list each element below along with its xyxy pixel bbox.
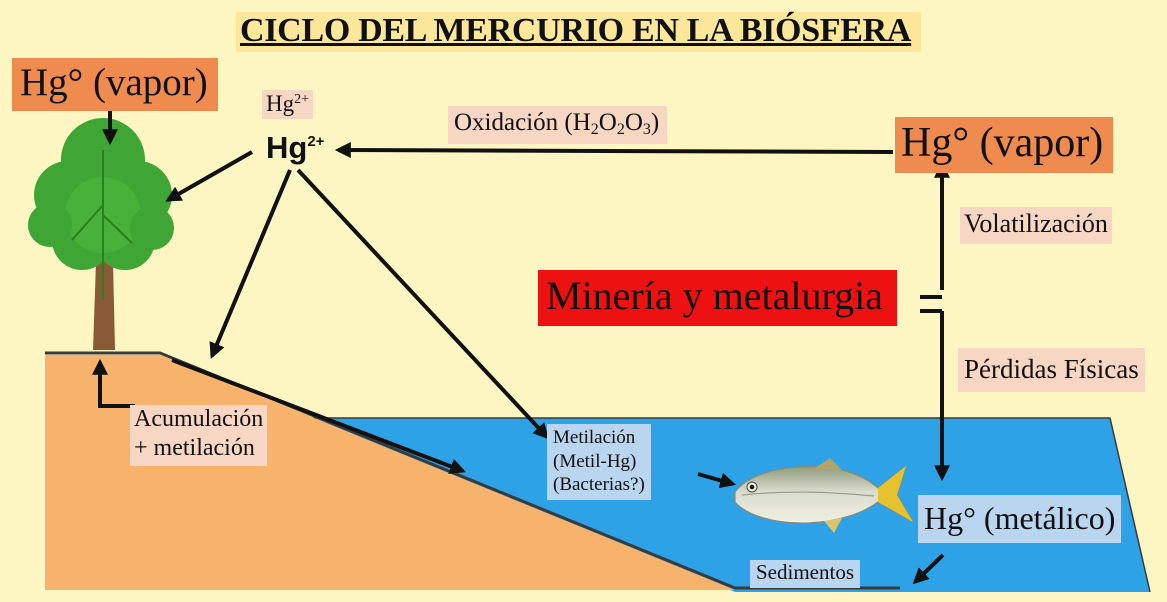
cycle-arrows (92, 108, 950, 585)
water-body (295, 418, 1150, 592)
arrow-hg2-to-soil (209, 169, 292, 359)
ground-line (45, 351, 900, 590)
hg-vapor-label-left: Hg° (vapor) (12, 58, 218, 111)
physical-losses-label: Pérdidas Físicas (958, 348, 1145, 392)
oxidation-sub-3: 3 (642, 121, 651, 138)
tree-icon (28, 118, 174, 350)
arrow-metallic-to-sediment (912, 553, 945, 585)
hg2-ion-charge: 2+ (307, 133, 325, 150)
hg-vapor-label-right: Hg° (vapor) (895, 117, 1114, 173)
oxidation-o-1: O (598, 109, 617, 136)
arrow-oxidation (334, 142, 894, 159)
arrow-slope-runoff (171, 358, 466, 474)
oxidation-close: ) (650, 109, 660, 136)
oxidation-label: Oxidación (H2O2O3) (448, 106, 668, 144)
arrow-accumulation (92, 358, 135, 408)
hg2-ion-label: Hg2+ (266, 132, 324, 163)
sediments-label: Sedimentos (750, 560, 860, 588)
arrow-hg2-to-water (296, 168, 550, 440)
oxidation-sub-2: 2 (616, 121, 625, 138)
oxidation-o-2: O (624, 109, 643, 136)
oxidation-sub-1: 2 (590, 121, 599, 138)
oxidation-text: Oxidación (H (454, 109, 591, 136)
accumulation-label: Acumulación + metilación (130, 405, 268, 466)
water-edge (295, 417, 1151, 593)
metallic-hg-label: Hg° (metálico) (918, 495, 1122, 543)
methylation-label: Metilación (Metil-Hg) (Bacterias?) (547, 424, 651, 500)
hg2-base: Hg (266, 91, 295, 116)
arrow-hg2-to-tree (165, 150, 253, 202)
volatilization-label: Volatilización (960, 207, 1112, 244)
fish-icon (734, 458, 915, 533)
arrow-methyl-to-fish (697, 472, 737, 489)
mining-label: Minería y metalurgia (538, 270, 897, 326)
hg2-label: Hg2+ (262, 90, 314, 119)
diagram-title: CICLO DEL MERCURIO EN LA BIÓSFERA (236, 12, 922, 52)
hg2-charge: 2+ (294, 92, 310, 107)
hg2-ion-base: Hg (266, 130, 308, 165)
